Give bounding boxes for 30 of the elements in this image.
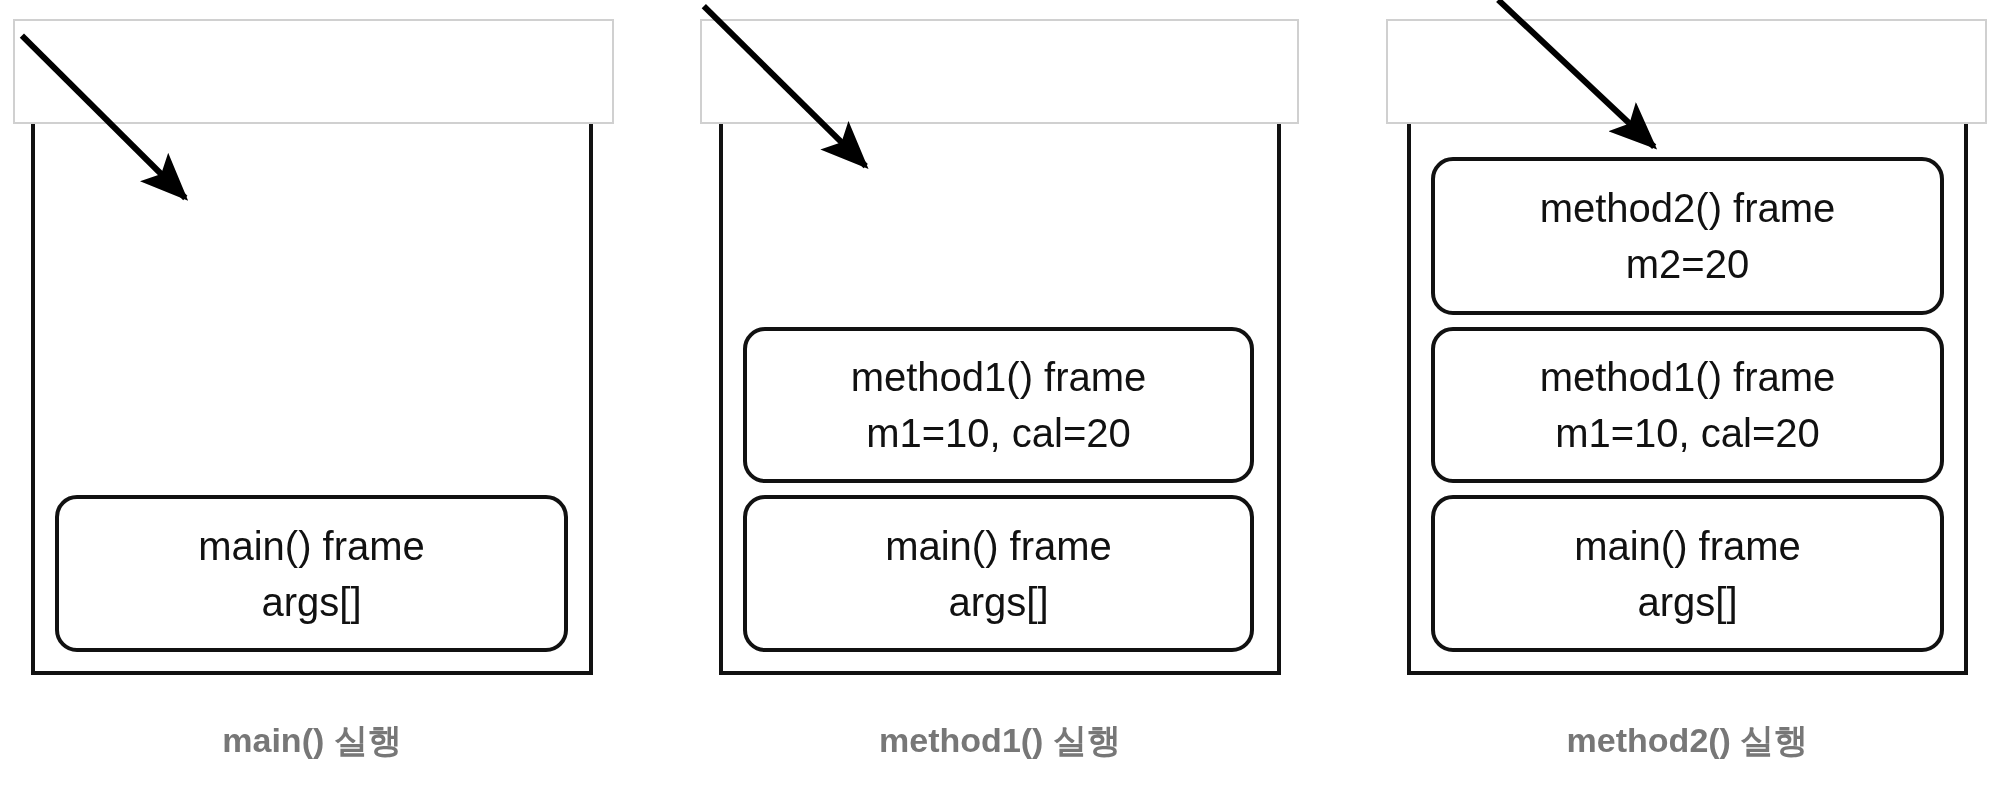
arrow <box>701 4 869 169</box>
arrow <box>19 33 189 201</box>
stack-frame-box <box>743 327 1254 483</box>
frame-title: main() frame <box>885 522 1112 570</box>
frame-variables: m1=10, cal=20 <box>1555 410 1820 457</box>
stack-lid <box>13 19 614 124</box>
stack-frame-box <box>55 495 568 652</box>
frame-variables: m1=10, cal=20 <box>866 410 1131 457</box>
frame-title: main() frame <box>198 522 425 570</box>
stack-frame-box <box>1431 495 1944 652</box>
frame-title: main() frame <box>1574 522 1801 570</box>
stack-frame-box <box>1431 327 1944 483</box>
stack-lid <box>700 19 1299 124</box>
frame-variables: args[] <box>948 578 1049 626</box>
stack-frame-box <box>743 495 1254 652</box>
frame-title: method1() frame <box>850 354 1147 401</box>
stack-container <box>31 124 593 675</box>
frame-title: method1() frame <box>1539 354 1836 401</box>
frame-variables: args[] <box>1637 578 1738 626</box>
stack-caption: main() 실행 <box>222 720 402 761</box>
frame-variables: m2=20 <box>1625 241 1750 288</box>
arrow <box>1496 0 1658 150</box>
stack-caption: method2() 실행 <box>1566 720 1809 761</box>
stack-container <box>1407 124 1968 675</box>
stack-container <box>719 124 1281 675</box>
frame-variables: args[] <box>261 578 362 626</box>
frame-title: method2() frame <box>1539 185 1836 232</box>
stack-caption: method1() 실행 <box>879 720 1121 761</box>
stack-frame-box <box>1431 157 1944 315</box>
stack-lid <box>1386 19 1987 124</box>
